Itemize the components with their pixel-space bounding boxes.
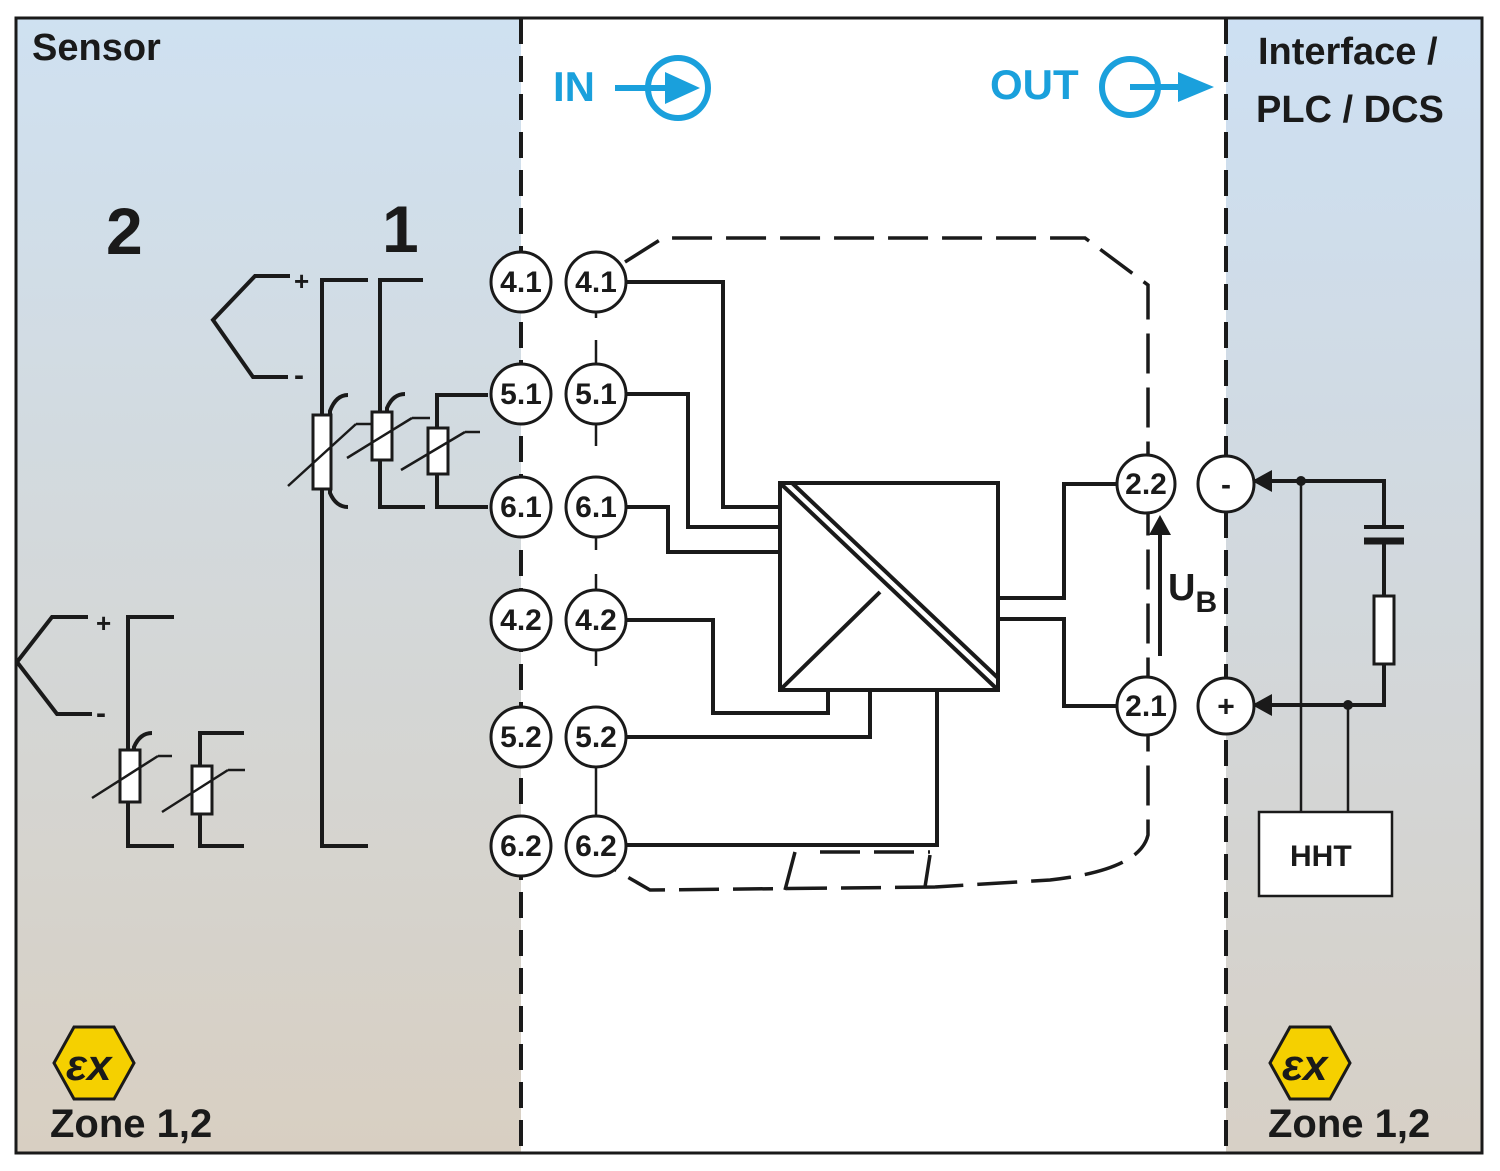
channel-1-rtd2-wires <box>378 278 425 509</box>
sensor-channel-1-label: 1 <box>382 192 419 266</box>
thermocouple-1-plus: + <box>294 266 309 296</box>
terminal-outer-5-2-label: 5.2 <box>500 721 542 754</box>
channel-2-rtd-2 <box>161 764 245 816</box>
interface-title-line1: Interface / <box>1258 31 1438 73</box>
terminal-outer-4-2-label: 4.2 <box>500 604 542 637</box>
terminal-output-2-1: 2.1 <box>1115 675 1177 737</box>
in-label: IN <box>553 63 595 110</box>
ex-right-icon: εx <box>1268 1025 1352 1101</box>
channel-1-rtd-3wire <box>287 393 372 509</box>
terminal-output-2-2-label: 2.2 <box>1125 468 1167 501</box>
sensor-zone-background <box>16 18 521 1153</box>
terminal-interface-plus-label: + <box>1217 691 1235 724</box>
terminal-outer-6-2-label: 6.2 <box>500 830 542 863</box>
channel-1-bracket-wire <box>320 278 368 848</box>
terminal-outer-6-1-label: 6.1 <box>500 491 542 524</box>
terminal-outer-6-1: 6.1 <box>489 475 553 539</box>
terminal-inner-4-2-label: 4.2 <box>575 604 617 637</box>
terminal-outer-6-2: 6.2 <box>489 814 553 878</box>
terminal-inner-6-2-label: 6.2 <box>575 830 617 863</box>
terminal-inner-6-2: 6.2 <box>564 814 628 878</box>
sensor-channel-2-label: 2 <box>106 194 143 268</box>
terminal-inner-5-2-label: 5.2 <box>575 721 617 754</box>
terminal-inner-5-1: 5.1 <box>564 362 628 426</box>
interface-title-line2: PLC / DCS <box>1256 89 1444 131</box>
terminal-interface-minus-label: - <box>1221 469 1231 502</box>
terminal-interface-minus: - <box>1196 454 1256 514</box>
sensor-title: Sensor <box>32 27 161 69</box>
thermocouple-2-minus: - <box>96 697 106 730</box>
thermocouple-1-minus: - <box>294 359 304 392</box>
terminal-output-2-1-label: 2.1 <box>1125 690 1167 723</box>
zone-left-label: Zone 1,2 <box>50 1102 212 1146</box>
channel-2-rtd-1 <box>91 731 172 804</box>
terminal-outer-5-2: 5.2 <box>489 705 553 769</box>
terminal-outer-5-1-label: 5.1 <box>500 378 542 411</box>
channel-2-rtd1-wires <box>126 615 174 848</box>
input-wiring <box>626 280 939 847</box>
terminal-outer-5-1: 5.1 <box>489 362 553 426</box>
channel-1-thermocouple: + - <box>210 266 309 392</box>
channel-2-thermocouple: + - <box>14 608 111 730</box>
channel-1-rtd-2 <box>346 392 430 462</box>
terminal-interface-plus: + <box>1196 676 1256 736</box>
terminal-output-2-2: 2.2 <box>1115 453 1177 515</box>
terminals: 4.1 5.1 6.1 4.2 5.2 6.2 4.1 5.1 6.1 4.2 5.2 6.2 2.2 2… <box>489 250 1256 878</box>
output-wiring <box>998 482 1171 708</box>
terminal-outer-4-1: 4.1 <box>489 250 553 314</box>
out-arrow-icon <box>1099 56 1214 118</box>
terminal-inner-4-1: 4.1 <box>564 250 628 314</box>
terminal-inner-6-1-label: 6.1 <box>575 491 617 524</box>
interface-wiring <box>1252 470 1404 812</box>
terminal-inner-4-2: 4.2 <box>564 588 628 652</box>
terminal-inner-4-1-label: 4.1 <box>575 266 617 299</box>
channel-1-rtd-3 <box>400 426 480 476</box>
thermocouple-2-plus: + <box>96 608 111 638</box>
terminal-inner-5-1-label: 5.1 <box>575 378 617 411</box>
interface-zone-background <box>1226 18 1482 1153</box>
ex-left-icon: εx <box>52 1025 136 1101</box>
terminal-inner-5-2: 5.2 <box>564 705 628 769</box>
module-housing-outline <box>611 236 1150 892</box>
terminal-inner-6-1: 6.1 <box>564 475 628 539</box>
out-label: OUT <box>990 61 1079 108</box>
supply-voltage-label: UB <box>1168 567 1217 619</box>
svg-text:εx: εx <box>1282 1041 1329 1090</box>
svg-text:εx: εx <box>66 1041 113 1090</box>
outer-frame <box>14 16 1484 1155</box>
terminal-outer-4-2: 4.2 <box>489 588 553 652</box>
in-arrow-icon <box>615 55 711 121</box>
signal-converter-block <box>778 481 1000 692</box>
hht-label: HHT <box>1290 840 1352 873</box>
terminal-outer-4-1-label: 4.1 <box>500 266 542 299</box>
hht-box <box>1257 810 1394 898</box>
zone-right-label: Zone 1,2 <box>1268 1102 1430 1146</box>
